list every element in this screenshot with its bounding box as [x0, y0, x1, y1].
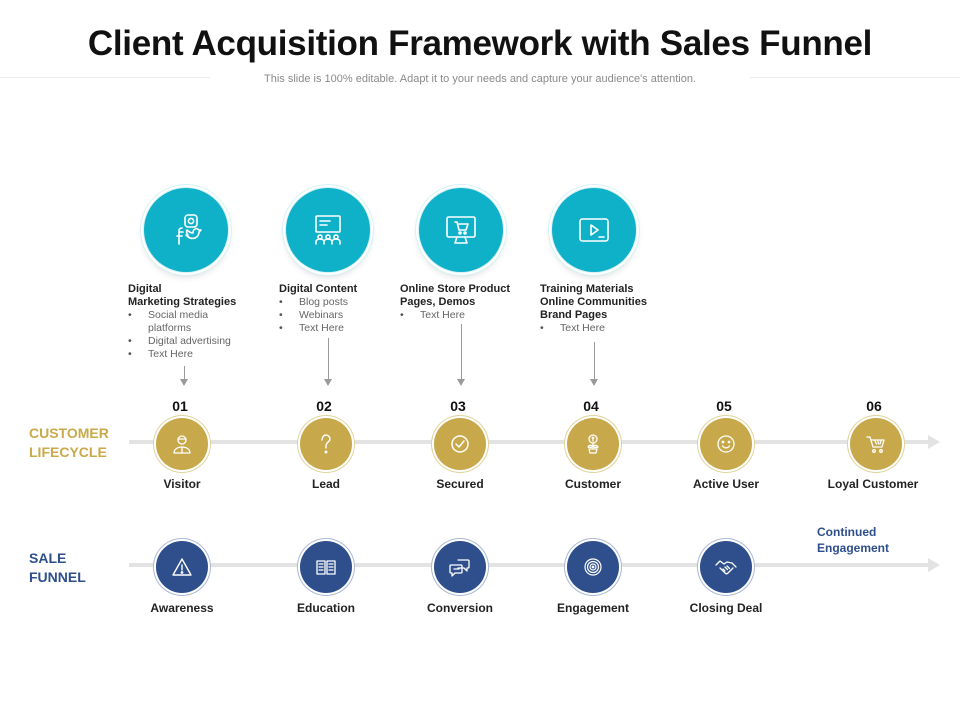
- step-number: 05: [716, 398, 732, 414]
- lifecycle-track: [129, 440, 929, 444]
- step-number: 04: [583, 398, 599, 414]
- step-number: 03: [450, 398, 466, 414]
- funnel-step-label: Education: [296, 601, 355, 615]
- subtitle-rule-right: [750, 77, 960, 78]
- chat-bubbles-icon: [449, 559, 470, 577]
- arrow-head: [180, 379, 188, 386]
- lifecycle-step-label: Visitor: [163, 477, 201, 491]
- lifecycle-node-loyal-customer: [850, 418, 902, 470]
- money-plant-icon: [587, 434, 599, 454]
- lifecycle-step-label: Active User: [692, 477, 760, 491]
- arrow-head: [324, 379, 332, 386]
- channel-bullets: Text Here: [400, 309, 530, 322]
- customer-lifecycle-label: CUSTOMER LIFECYCLE: [29, 424, 109, 462]
- channel-bullets: Blog posts Webinars Text Here: [279, 296, 399, 335]
- online-store-icon: [446, 216, 476, 244]
- funnel-step-label: Engagement: [556, 601, 629, 615]
- continued-line: Continued: [817, 525, 877, 539]
- channel-title: Online Communities: [540, 296, 647, 308]
- bullet-item: Text Here: [279, 322, 399, 335]
- funnel-track: [129, 563, 929, 567]
- lifecycle-node-secured: [434, 418, 486, 470]
- channel-bullets: Social media platforms Digital advertisi…: [128, 309, 268, 361]
- target-icon: [584, 558, 602, 576]
- step-number: 01: [172, 398, 188, 414]
- lifecycle-step-label: Customer: [564, 477, 621, 491]
- funnel-node-engagement: [567, 541, 619, 593]
- channel-title: Pages, Demos: [400, 296, 476, 308]
- bullet-item: Text Here: [400, 309, 530, 322]
- bullet-item: Text Here: [540, 322, 670, 335]
- bullet-item: Social media platforms: [128, 309, 228, 335]
- lifecycle-node-active-user: [700, 418, 752, 470]
- channel-text-training: Training Materials Online Communities Br…: [540, 283, 670, 335]
- bullet-item: Text Here: [128, 348, 268, 361]
- row-label-line: SALE: [29, 550, 67, 566]
- channel-title: Online Store Product: [400, 283, 511, 295]
- funnel-node-awareness: [156, 541, 208, 593]
- connector-arrow: [461, 324, 462, 380]
- channel-title: Marketing Strategies: [128, 296, 237, 308]
- smiley-icon: [717, 435, 735, 453]
- funnel-step-label: Conversion: [426, 601, 493, 615]
- step-number: 02: [316, 398, 332, 414]
- lifecycle-node-customer: [567, 418, 619, 470]
- check-circle-icon: [451, 435, 469, 453]
- channel-digital-content: [286, 188, 370, 272]
- bullet-item: Webinars: [279, 309, 399, 322]
- channel-text-content: Digital Content Blog posts Webinars Text…: [279, 283, 399, 335]
- channel-text-marketing: Digital Marketing Strategies Social medi…: [128, 283, 268, 361]
- warning-icon: [172, 558, 192, 576]
- lifecycle-step-label: Lead: [311, 477, 340, 491]
- page-subtitle: This slide is 100% editable. Adapt it to…: [264, 73, 696, 85]
- lifecycle-track-arrow: [928, 435, 940, 449]
- arrow-head: [590, 379, 598, 386]
- funnel-node-education: [300, 541, 352, 593]
- social-media-icon: [176, 214, 202, 245]
- channel-bullets: Text Here: [540, 322, 670, 335]
- channel-online-store: [419, 188, 503, 272]
- sale-funnel-label: SALE FUNNEL: [29, 549, 86, 587]
- handshake-icon: [715, 560, 737, 575]
- funnel-step-label: Awareness: [150, 601, 214, 615]
- funnel-step-label: Closing Deal: [689, 601, 763, 615]
- continued-engagement-label: Continued Engagement: [817, 524, 889, 556]
- lifecycle-step-label: Loyal Customer: [827, 477, 919, 491]
- shopping-cart-icon: [866, 436, 885, 453]
- row-label-line: CUSTOMER: [29, 425, 109, 441]
- channel-title: Brand Pages: [540, 309, 608, 321]
- channel-title: Digital: [128, 283, 162, 295]
- bullet-item: Blog posts: [279, 296, 399, 309]
- row-label-line: FUNNEL: [29, 569, 86, 585]
- lifecycle-node-visitor: [156, 418, 208, 470]
- funnel-track-arrow: [928, 558, 940, 572]
- question-icon: [321, 434, 331, 454]
- row-label-line: LIFECYCLE: [29, 444, 107, 460]
- subtitle-rule-left: [0, 77, 210, 78]
- channel-title: Digital Content: [279, 283, 358, 295]
- connector-arrow: [184, 366, 185, 380]
- funnel-node-conversion: [434, 541, 486, 593]
- channel-social-media: [144, 188, 228, 272]
- arrow-head: [457, 379, 465, 386]
- user-icon: [173, 435, 191, 454]
- funnel-node-closing-deal: [700, 541, 752, 593]
- step-number: 06: [866, 398, 882, 414]
- lifecycle-step-label: Secured: [436, 477, 484, 491]
- book-icon: [316, 560, 336, 575]
- page-title: Client Acquisition Framework with Sales …: [87, 24, 873, 63]
- bullet-item: Digital advertising: [128, 335, 268, 348]
- video-play-icon: [579, 218, 609, 242]
- connector-arrow: [594, 342, 595, 380]
- channel-training: [552, 188, 636, 272]
- presentation-icon: [315, 215, 341, 245]
- channel-text-store: Online Store Product Pages, Demos Text H…: [400, 283, 530, 322]
- connector-arrow: [328, 338, 329, 380]
- continued-line: Engagement: [817, 541, 890, 555]
- lifecycle-node-lead: [300, 418, 352, 470]
- channel-title: Training Materials: [540, 283, 634, 295]
